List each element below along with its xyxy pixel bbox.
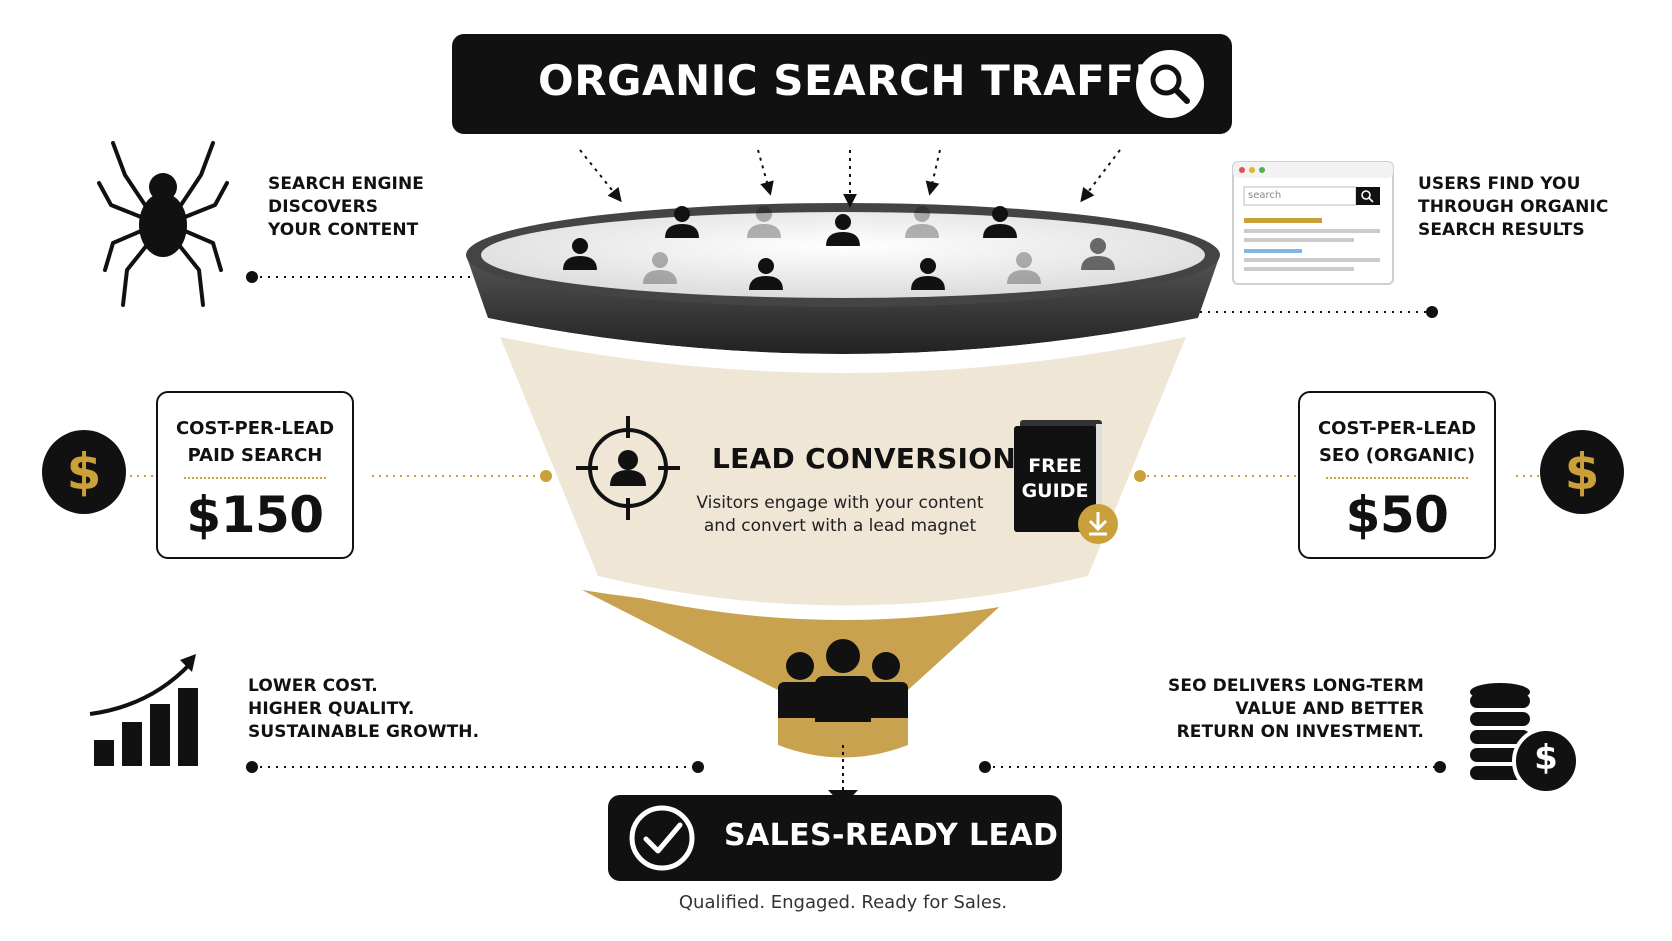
caption-line: USERS FIND YOU	[1418, 174, 1581, 194]
paid-search-cost-card: COST-PER-LEAD PAID SEARCH $150	[156, 391, 354, 559]
checkmark-icon	[629, 805, 695, 871]
caption-line: SEO DELIVERS LONG-TERM	[1168, 676, 1424, 696]
caption-line: THROUGH ORGANIC	[1418, 197, 1609, 217]
coin-stack-icon	[1470, 683, 1580, 795]
visitor-person-icon	[905, 206, 939, 238]
users-find-caption: USERS FIND YOU THROUGH ORGANIC SEARCH RE…	[1418, 173, 1608, 242]
growth-chart-icon	[89, 654, 198, 766]
seo-dollar-badge: $	[1540, 430, 1624, 514]
cost-card-value: $150	[186, 486, 324, 544]
sales-ready-title: SALES-READY LEAD	[724, 818, 1059, 853]
browser-search-placeholder: search	[1248, 190, 1282, 201]
visitor-person-icon	[983, 206, 1017, 238]
team-group-icon	[778, 639, 908, 722]
funnel-middle-section	[498, 332, 1188, 606]
coin-dollar-sign: $	[1534, 738, 1558, 778]
visitor-person-icon	[826, 214, 860, 246]
visitor-person-icon	[747, 206, 781, 238]
caption-line: SEARCH ENGINE	[268, 174, 424, 194]
seo-cost-card: COST-PER-LEAD SEO (ORGANIC) $50	[1298, 391, 1496, 559]
cost-card-value: $50	[1345, 486, 1449, 544]
cost-card-label: COST-PER-LEAD	[1317, 418, 1477, 439]
cost-card-label: SEO (ORGANIC)	[1318, 445, 1476, 466]
caption-line: VALUE AND BETTER	[1235, 699, 1424, 719]
free-guide-label: FREE GUIDE	[1014, 454, 1096, 504]
caption-line: YOUR CONTENT	[268, 220, 419, 240]
visitor-person-icon	[1007, 252, 1041, 284]
sales-ready-tagline: Qualified. Engaged. Ready for Sales.	[678, 892, 1008, 913]
search-engine-caption: SEARCH ENGINE DISCOVERS YOUR CONTENT	[268, 173, 424, 242]
cost-card-label: COST-PER-LEAD	[175, 418, 335, 439]
lower-cost-caption: LOWER COST. HIGHER QUALITY. SUSTAINABLE …	[248, 675, 479, 744]
caption-line: DISCOVERS	[268, 197, 379, 217]
caption-line: RETURN ON INVESTMENT.	[1176, 722, 1424, 742]
free-guide-book	[1014, 420, 1102, 532]
visitor-person-icon	[643, 252, 677, 284]
visitor-person-icon	[749, 258, 783, 290]
lead-conversion-title: LEAD CONVERSION	[712, 442, 1017, 475]
paid-dollar-badge: $	[42, 430, 126, 514]
browser-window-icon	[1232, 161, 1394, 285]
seo-value-caption: SEO DELIVERS LONG-TERM VALUE AND BETTER …	[1168, 675, 1424, 744]
description-line: Visitors engage with your content	[696, 493, 984, 513]
caption-line: SEARCH RESULTS	[1418, 220, 1585, 240]
description-line: and convert with a lead magnet	[703, 516, 977, 536]
guide-line: FREE	[1028, 455, 1082, 477]
header-title: ORGANIC SEARCH TRAFFIC	[538, 56, 1182, 105]
visitor-person-icon	[911, 258, 945, 290]
visitor-person-icon	[1081, 238, 1115, 270]
visitor-person-icon	[665, 206, 699, 238]
header-banner: ORGANIC SEARCH TRAFFIC	[452, 34, 1232, 134]
visitor-people	[563, 206, 1115, 290]
target-user-icon	[576, 416, 680, 520]
visitor-person-icon	[563, 238, 597, 270]
cost-card-label: PAID SEARCH	[187, 445, 323, 466]
spider-icon	[97, 141, 229, 307]
lead-conversion-description: Visitors engage with your content and co…	[690, 492, 990, 538]
guide-line: GUIDE	[1021, 480, 1089, 502]
caption-line: HIGHER QUALITY.	[248, 699, 415, 719]
search-icon	[1136, 50, 1204, 118]
caption-line: SUSTAINABLE GROWTH.	[248, 722, 480, 742]
download-icon	[1078, 504, 1118, 544]
caption-line: LOWER COST.	[248, 676, 378, 696]
